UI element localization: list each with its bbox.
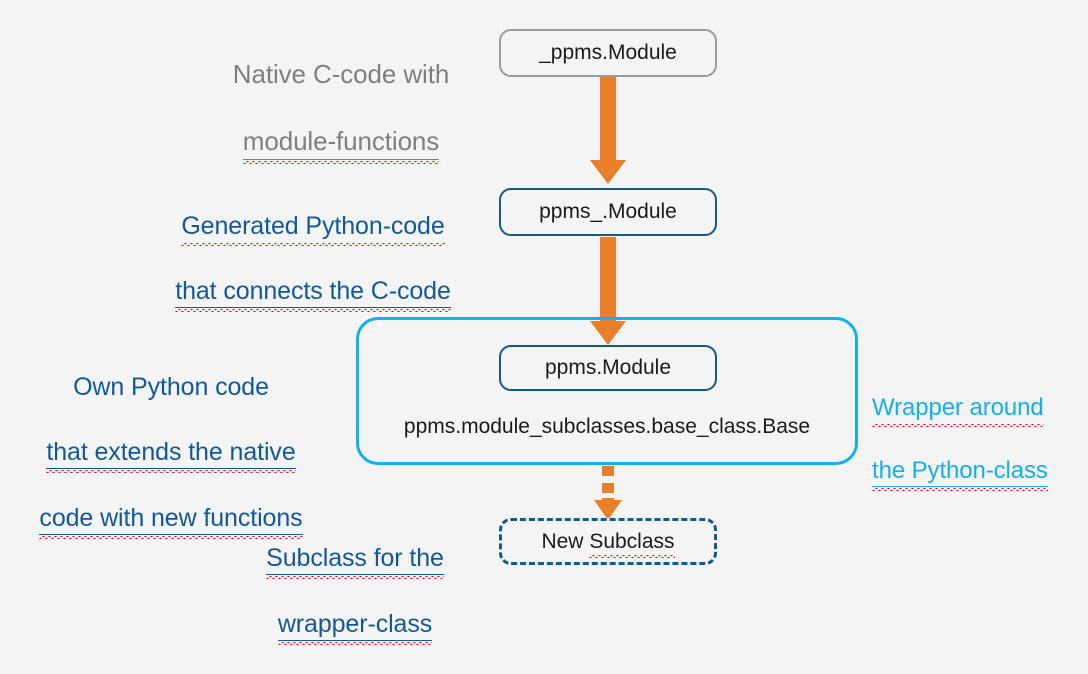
node-base-class-path: ppms.module_subclasses.base_class.Base (356, 415, 858, 439)
label-native-c-code-line1: Native C-code with (232, 58, 450, 89)
diagram-canvas: Native C-code with module-functions Gene… (16, 24, 1084, 645)
label-generated-python-line1: Generated Python-code (148, 210, 478, 246)
node-generated-module-label: ppms_.Module (539, 200, 677, 223)
label-subclass-note: Subclass for the wrapper-class (238, 509, 472, 674)
label-wrapper-note: Wrapper around the Python-class (872, 361, 1084, 518)
connector-native-to-generated (590, 77, 626, 184)
label-generated-python-line2: that connects the C-code (148, 275, 478, 312)
node-new-subclass-label: New Subclass (541, 529, 675, 558)
node-generated-module[interactable]: ppms_.Module (499, 188, 717, 236)
label-own-python-line3: code with new functions (16, 502, 326, 539)
connector-wrapper-to-subclass (594, 466, 622, 520)
wrapper-group-box[interactable] (356, 317, 858, 465)
node-native-module[interactable]: _ppms.Module (499, 29, 717, 77)
label-subclass-note-line2: wrapper-class (238, 608, 472, 645)
label-own-python-line1: Own Python code (73, 372, 269, 401)
label-generated-python: Generated Python-code that connects the … (148, 177, 478, 341)
label-wrapper-note-line1: Wrapper around (872, 392, 1084, 428)
node-new-subclass[interactable]: New Subclass (499, 518, 717, 565)
label-wrapper-note-line2: the Python-class (872, 455, 1084, 491)
label-native-c-code-line2: module-functions (196, 125, 486, 164)
label-own-python: Own Python code that extends the native … (16, 338, 326, 568)
label-native-c-code: Native C-code with module-functions (196, 24, 486, 194)
label-own-python-line2: that extends the native (16, 436, 326, 473)
label-subclass-note-line1: Subclass for the (238, 542, 472, 579)
node-native-module-label: _ppms.Module (539, 41, 677, 64)
node-wrapper-module-label: ppms.Module (544, 356, 672, 379)
node-wrapper-module[interactable]: ppms.Module (499, 345, 717, 391)
node-base-class-path-label: ppms.module_subclasses.base_class.Base (403, 415, 811, 438)
